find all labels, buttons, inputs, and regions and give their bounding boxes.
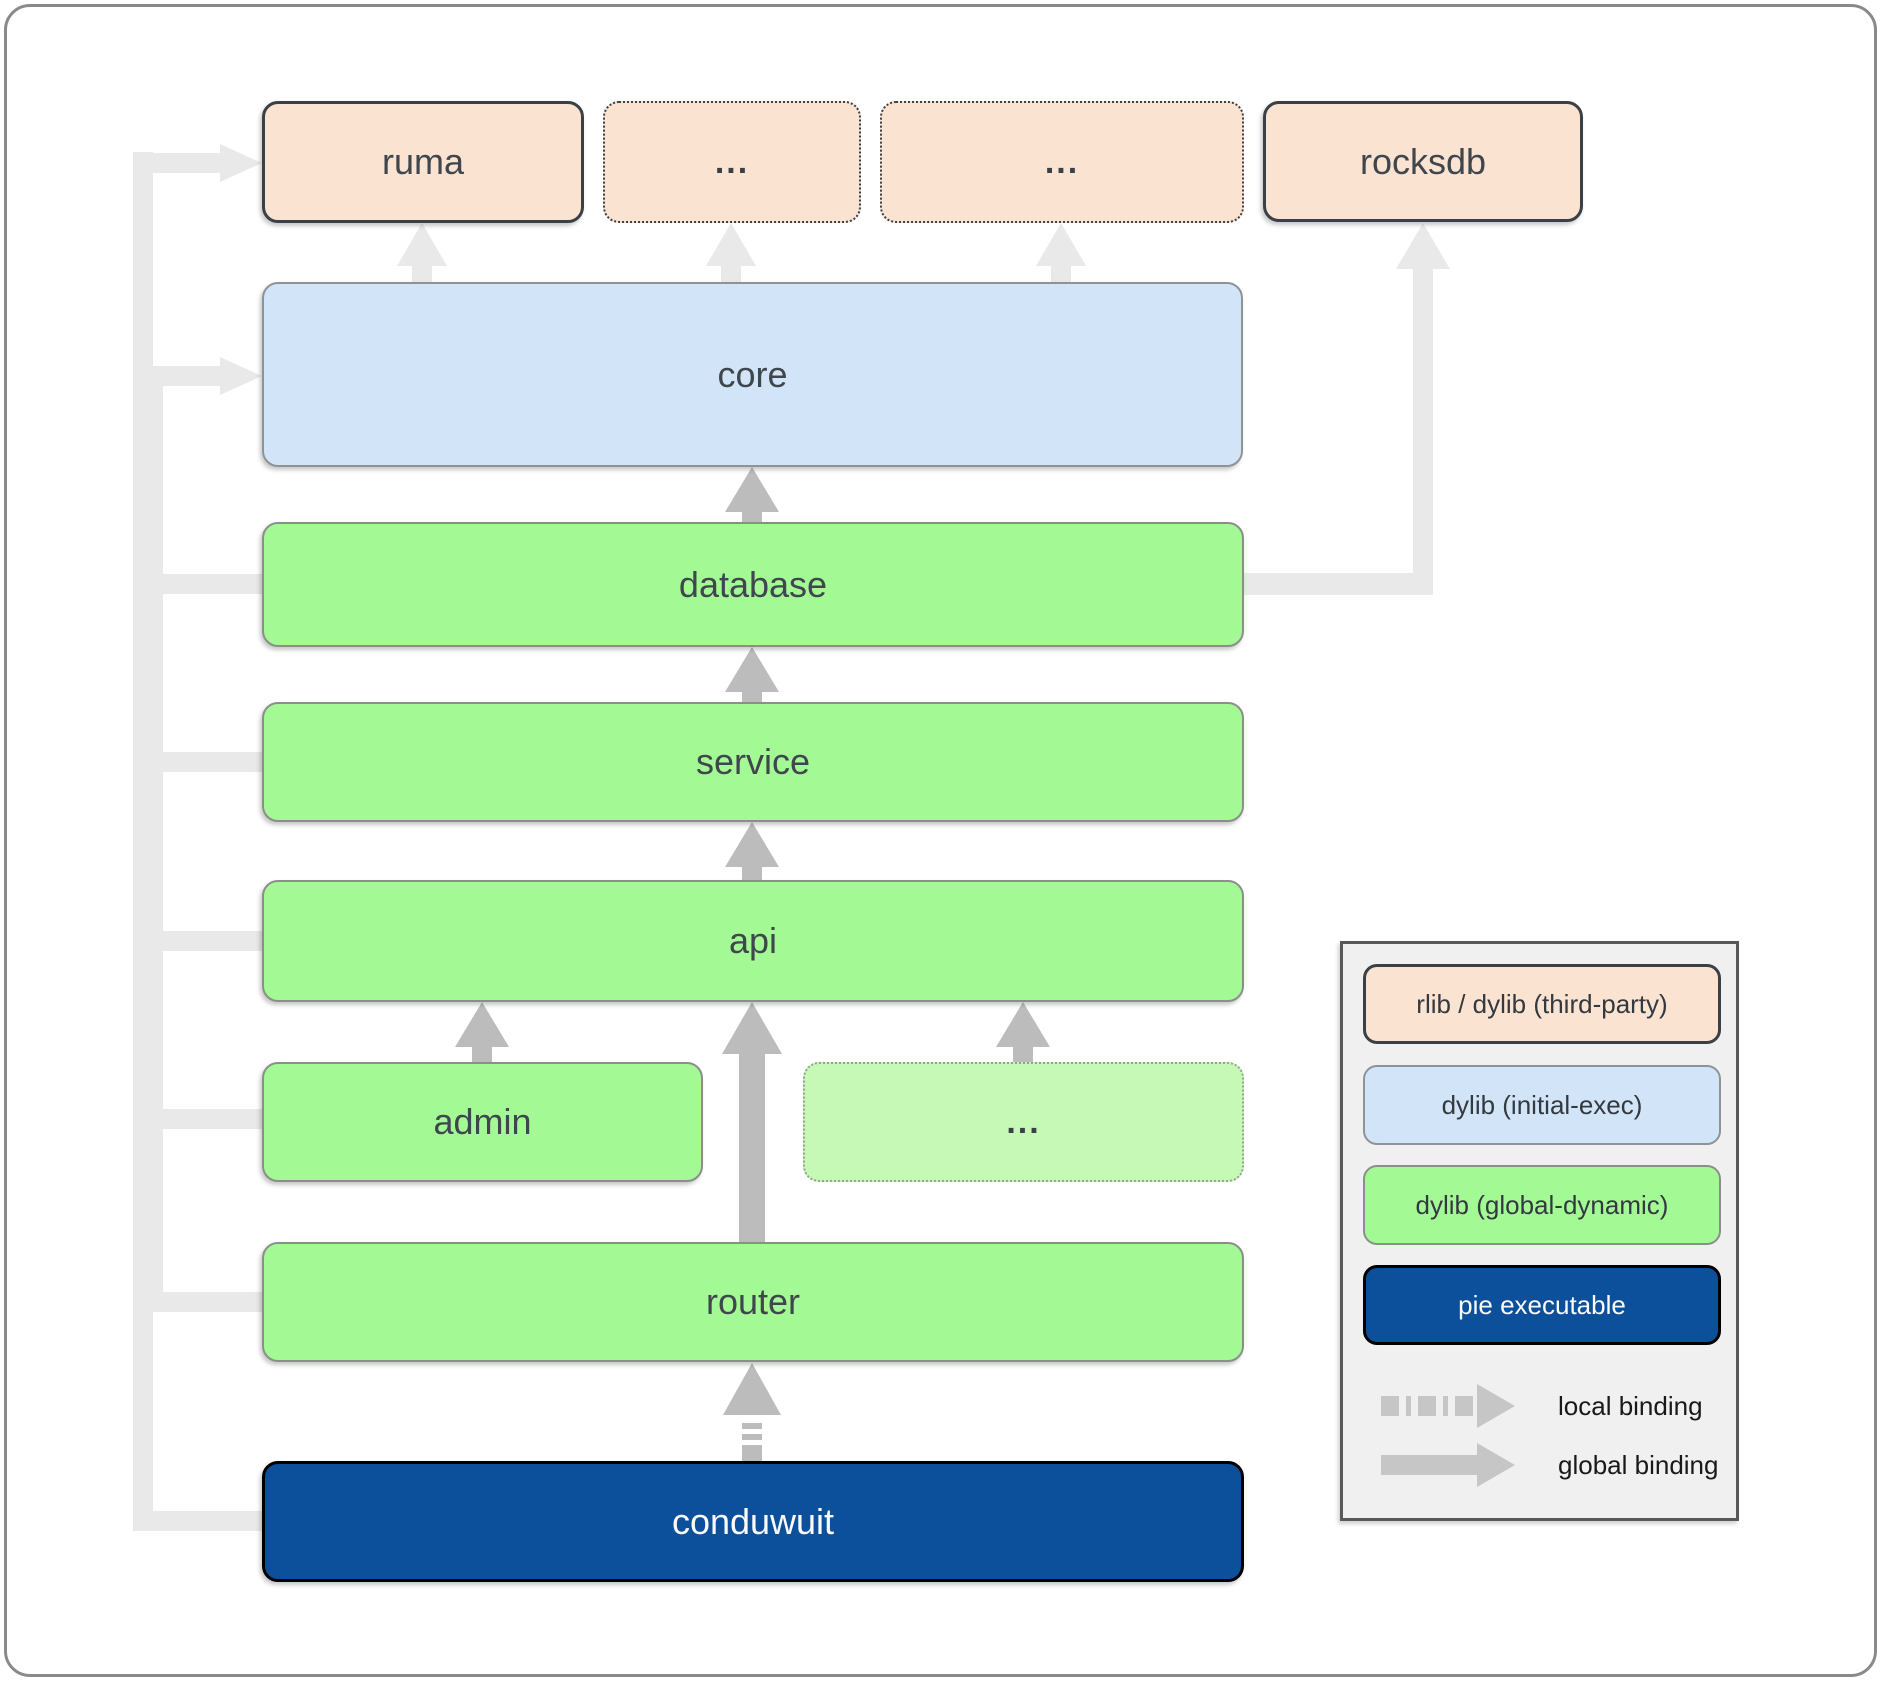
arrowhead-thirdparty-b-icon: [1036, 223, 1086, 266]
bus-arm-ruma: [133, 153, 222, 173]
edge-conduwuit-router-dash3: [742, 1445, 762, 1461]
legend-third-party-label: rlib / dylib (third-party): [1416, 988, 1668, 1019]
node-router-label: router: [705, 1281, 801, 1322]
arrowhead-ruma-icon: [397, 223, 447, 266]
legend-swatch-initial-exec: dylib (initial-exec): [1363, 1065, 1721, 1145]
bus-arrowhead-ruma-icon: [220, 144, 262, 182]
legend-initial-exec-label: dylib (initial-exec): [1441, 1089, 1643, 1120]
bus-stub-database: [133, 574, 264, 594]
node-conduwuit: conduwuit: [262, 1461, 1244, 1582]
node-conduwuit-label: conduwuit: [671, 1500, 835, 1542]
arrowhead-database-icon: [725, 647, 779, 692]
arrowhead-api-from-admin-icon: [455, 1002, 509, 1047]
legend-global-dynamic-label: dylib (global-dynamic): [1415, 1189, 1669, 1220]
node-service-label: service: [695, 741, 811, 782]
edge-conduwuit-router-dash2: [742, 1434, 762, 1440]
arrowhead-core-icon: [725, 467, 779, 512]
node-third-party-b-label: ...: [1044, 142, 1080, 181]
edge-database-core-shaft: [742, 509, 762, 522]
bus-stub-service: [133, 752, 264, 772]
bus-stub-router: [133, 1292, 264, 1312]
edge-core-thirdparty-b-shaft: [1051, 263, 1071, 282]
edge-core-thirdparty-a-shaft: [721, 263, 741, 282]
bus-stub-admin: [133, 1109, 264, 1129]
arrowhead-thirdparty-a-icon: [706, 223, 756, 266]
legend-global-binding-label: global binding: [1558, 1450, 1719, 1480]
node-api: api: [262, 880, 1244, 1002]
edge-admin-api-shaft: [472, 1044, 492, 1062]
edge-apimore-api-shaft: [1013, 1044, 1033, 1062]
arrowhead-rocksdb-icon: [1396, 223, 1450, 269]
edge-api-service-shaft: [742, 864, 762, 880]
node-ruma: ruma: [262, 101, 584, 223]
edge-database-rocksdb-vertical: [1413, 266, 1433, 595]
legend-global-binding-arrowhead-icon: [1477, 1443, 1515, 1487]
legend-global-binding-arrow-icon: [1381, 1455, 1477, 1475]
node-third-party-b: ...: [880, 101, 1244, 223]
outer-border: [4, 4, 1877, 1677]
bus-line-inner: [143, 366, 163, 1312]
edge-core-ruma-shaft: [412, 263, 432, 282]
node-third-party-a: ...: [603, 101, 861, 223]
node-rocksdb: rocksdb: [1263, 101, 1583, 222]
arrowhead-service-icon: [725, 822, 779, 867]
edge-database-rocksdb-horizontal: [1243, 573, 1433, 595]
arrowhead-router-icon: [723, 1363, 781, 1415]
node-api-more-label: ...: [1006, 1102, 1041, 1141]
node-api-more: ...: [803, 1062, 1244, 1182]
arrowhead-api-from-more-icon: [996, 1002, 1050, 1047]
legend-local-binding-arrowhead-icon: [1477, 1384, 1515, 1428]
bus-arm-core: [133, 366, 222, 386]
node-service: service: [262, 702, 1244, 822]
node-database-label: database: [678, 563, 828, 605]
arrowhead-api-from-router-icon: [722, 1002, 782, 1054]
bus-stub-api: [133, 931, 264, 951]
node-admin: admin: [262, 1062, 703, 1182]
bus-arrowhead-core-icon: [220, 357, 262, 395]
node-core: core: [262, 282, 1243, 467]
legend-panel: rlib / dylib (third-party) dylib (initia…: [1340, 941, 1739, 1521]
node-router: router: [262, 1242, 1244, 1362]
legend-swatch-global-dynamic: dylib (global-dynamic): [1363, 1165, 1721, 1245]
node-admin-label: admin: [433, 1101, 532, 1142]
edge-service-database-shaft: [742, 689, 762, 702]
legend-local-binding-arrow-icon: [1381, 1396, 1477, 1416]
node-third-party-a-label: ...: [714, 142, 750, 181]
bus-elbow-conduwuit: [133, 1511, 264, 1531]
edge-router-api-shaft: [739, 1050, 765, 1242]
legend-swatch-third-party: rlib / dylib (third-party): [1363, 964, 1721, 1044]
edge-conduwuit-router-dash1: [742, 1423, 762, 1429]
legend-swatch-pie-executable: pie executable: [1363, 1265, 1721, 1345]
node-rocksdb-label: rocksdb: [1359, 140, 1487, 182]
node-database: database: [262, 522, 1244, 647]
node-api-label: api: [728, 920, 778, 961]
legend-pie-executable-label: pie executable: [1458, 1289, 1626, 1320]
node-ruma-label: ruma: [381, 141, 465, 182]
node-core-label: core: [717, 353, 788, 395]
legend-local-binding-label: local binding: [1558, 1391, 1703, 1421]
